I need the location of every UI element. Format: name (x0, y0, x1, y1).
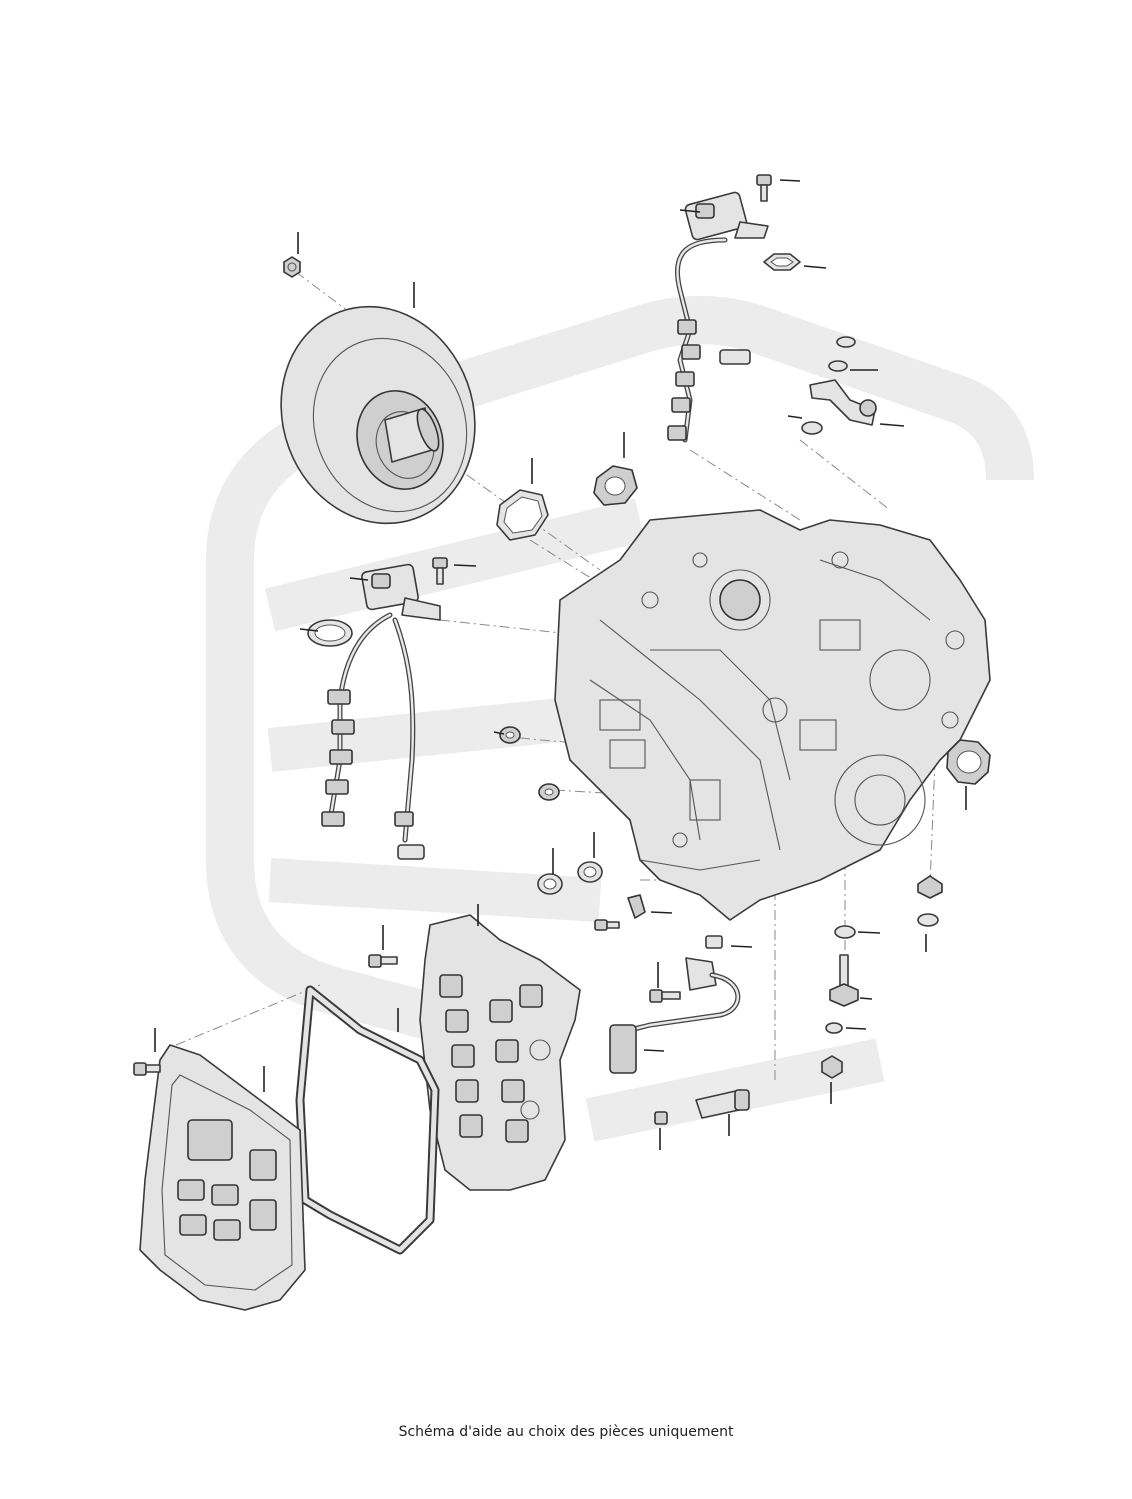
small-seal-2 (538, 783, 560, 801)
upper-wiring-harness (667, 191, 769, 443)
o-ring-top (763, 253, 801, 271)
oil-pan-bolt (133, 1062, 161, 1076)
side-shaft-seal (946, 739, 991, 785)
temperature-sensor (654, 1089, 750, 1125)
small-seal-4 (577, 861, 603, 883)
small-seal-3 (537, 873, 563, 895)
caption: Schéma d'aide au choix des pièces unique… (398, 1424, 734, 1440)
level-plug (821, 925, 859, 1079)
callout-leader-lines (154, 179, 967, 1150)
small-seal-1 (499, 726, 521, 744)
retaining-clip (627, 894, 646, 919)
shaft-seal (593, 465, 638, 506)
shift-lever-bracket (801, 336, 877, 435)
sensor-bolt-center (649, 989, 681, 1003)
valve-body-bolt (368, 954, 398, 968)
sensor-bolt-top (756, 174, 772, 202)
seal-ring-large (496, 489, 549, 541)
nut (283, 256, 301, 278)
left-wiring-harness (321, 563, 441, 860)
sensor-bolt-left (432, 557, 448, 585)
drain-plug (917, 875, 943, 927)
transmission-housing (554, 509, 991, 921)
oil-pan-gasket (295, 985, 440, 1255)
valve-body (419, 914, 581, 1191)
speed-sensor-cable (609, 935, 741, 1074)
bolt-small-center (594, 919, 620, 931)
torque-converter (280, 305, 476, 525)
o-ring-left (307, 619, 353, 647)
oil-pan (139, 1044, 306, 1311)
